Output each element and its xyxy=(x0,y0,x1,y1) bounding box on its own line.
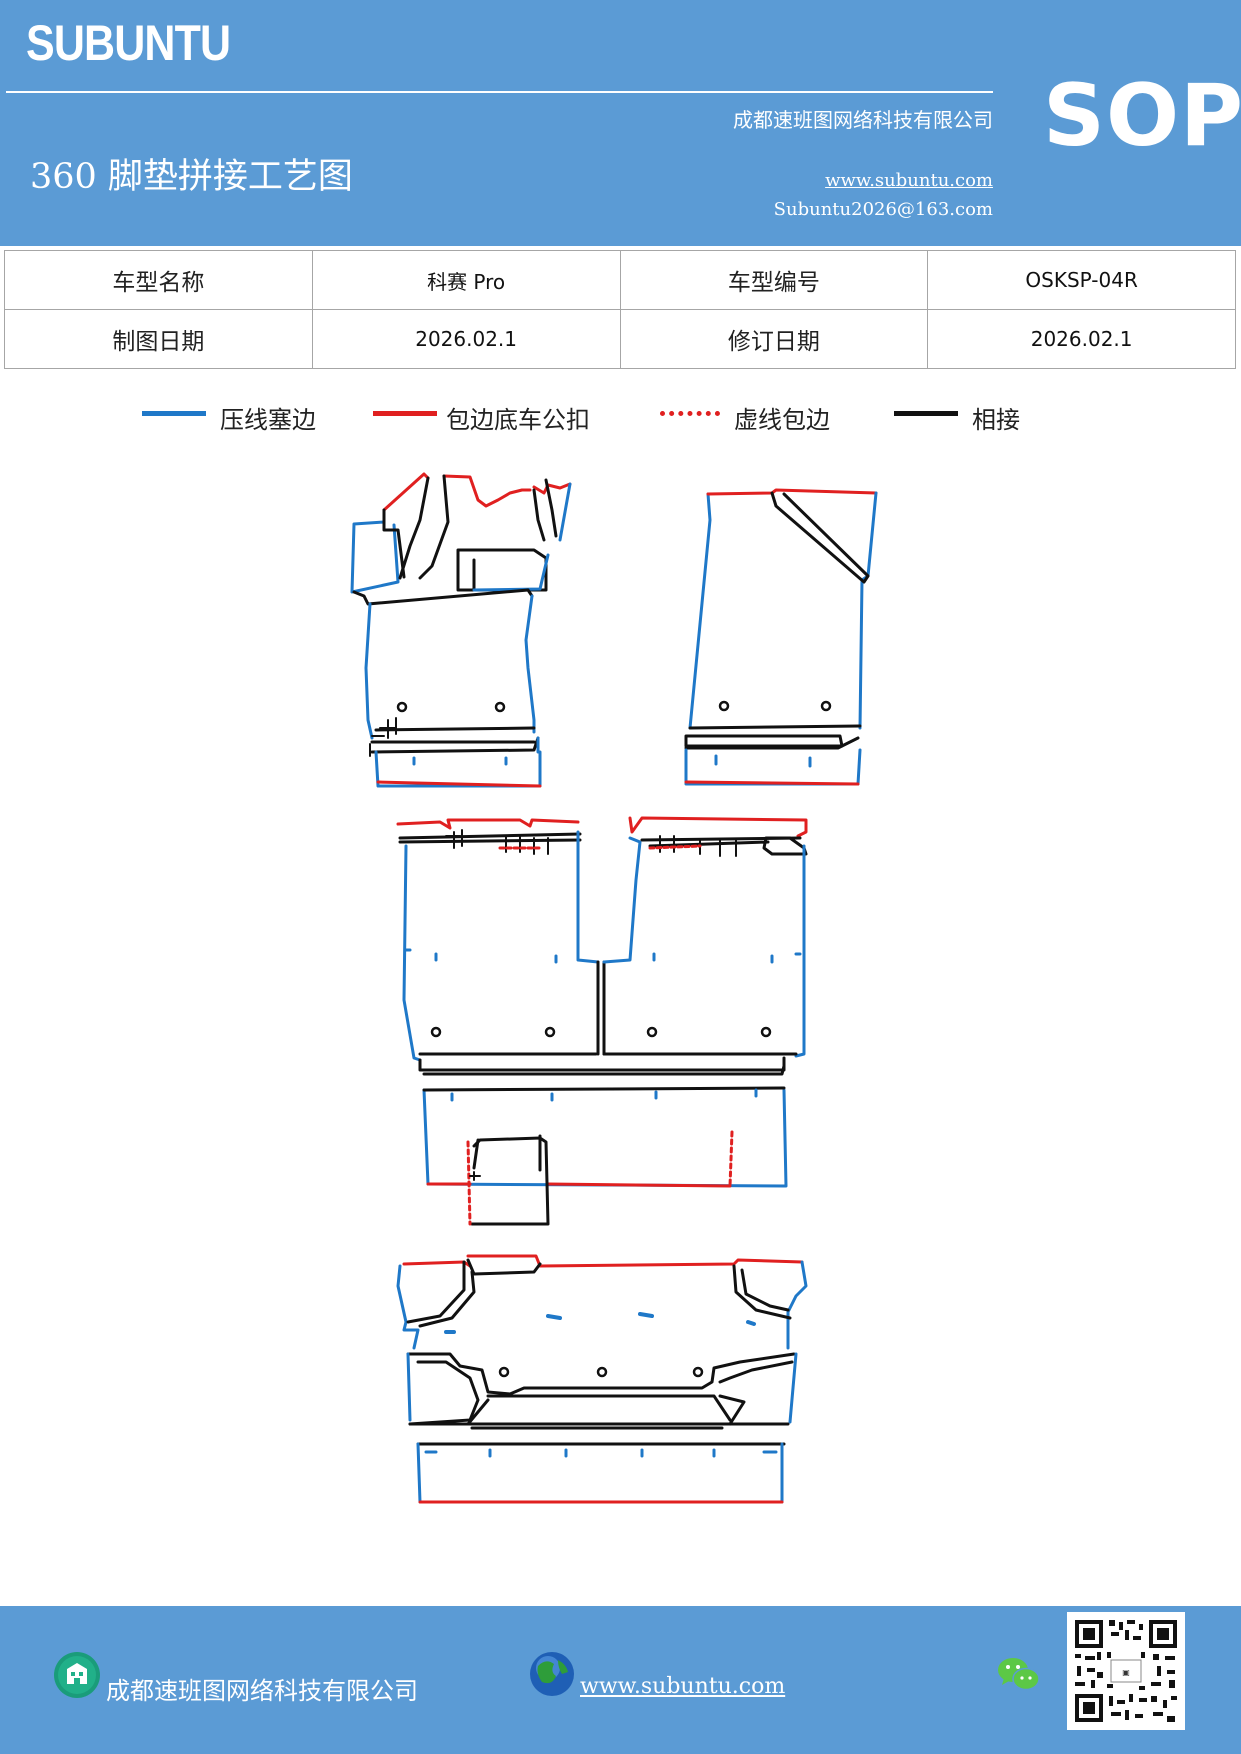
info-table: 车型名称 科赛 Pro 车型编号 OSKSP-04R 制图日期 2026.02.… xyxy=(4,250,1236,369)
legend-swatch-red-dotted xyxy=(660,411,720,416)
building-icon xyxy=(54,1652,100,1698)
svg-text:▣: ▣ xyxy=(1122,1668,1130,1677)
revision-date-label: 修订日期 xyxy=(619,309,929,369)
legend-label: 压线塞边 xyxy=(220,406,316,434)
wechat-icon xyxy=(998,1658,1040,1691)
front-right-mat xyxy=(684,488,878,786)
legend-label: 相接 xyxy=(972,406,1020,434)
model-name-value: 科赛 Pro xyxy=(311,250,621,310)
legend: 压线塞边 包边底车公扣 虚线包边 相接 xyxy=(0,400,1241,440)
table-row: 车型名称 科赛 Pro 车型编号 OSKSP-04R xyxy=(4,250,1236,310)
header-banner: SUBUNTU 成都速班图网络科技有限公司 360 脚垫拼接工艺图 www.su… xyxy=(0,0,1241,246)
mat-layout-drawing xyxy=(350,472,878,1504)
brand-logo: SUBUNTU xyxy=(26,15,231,71)
model-name-label: 车型名称 xyxy=(4,250,313,310)
legend-label: 包边底车公扣 xyxy=(446,406,590,434)
rear-row-mat xyxy=(396,1254,808,1504)
legend-swatch-black xyxy=(894,411,958,416)
front-left-mat xyxy=(350,472,572,788)
sop-badge: SOP xyxy=(1043,66,1241,166)
page-title: 360 脚垫拼接工艺图 xyxy=(30,157,353,197)
footer-website-link[interactable]: www.subuntu.com xyxy=(580,1674,786,1699)
footer-company: 成都速班图网络科技有限公司 xyxy=(106,1677,418,1705)
revision-date-value: 2026.02.1 xyxy=(927,309,1236,369)
legend-label: 虚线包边 xyxy=(734,406,830,434)
drawing-date-value: 2026.02.1 xyxy=(311,309,621,369)
middle-row-mats xyxy=(396,816,808,1226)
website-link[interactable]: www.subuntu.com xyxy=(825,170,993,191)
model-code-label: 车型编号 xyxy=(619,250,929,310)
drawing-date-label: 制图日期 xyxy=(4,309,313,369)
email-address: Subuntu2026@163.com xyxy=(773,199,993,220)
legend-swatch-red xyxy=(373,411,437,416)
header-divider xyxy=(6,91,993,93)
model-code-value: OSKSP-04R xyxy=(927,250,1236,310)
globe-icon xyxy=(530,1652,574,1696)
legend-swatch-blue xyxy=(142,411,206,416)
table-row: 制图日期 2026.02.1 修订日期 2026.02.1 xyxy=(4,309,1236,369)
company-name: 成都速班图网络科技有限公司 xyxy=(733,108,993,132)
qr-code-icon: ▣ xyxy=(1067,1612,1185,1730)
